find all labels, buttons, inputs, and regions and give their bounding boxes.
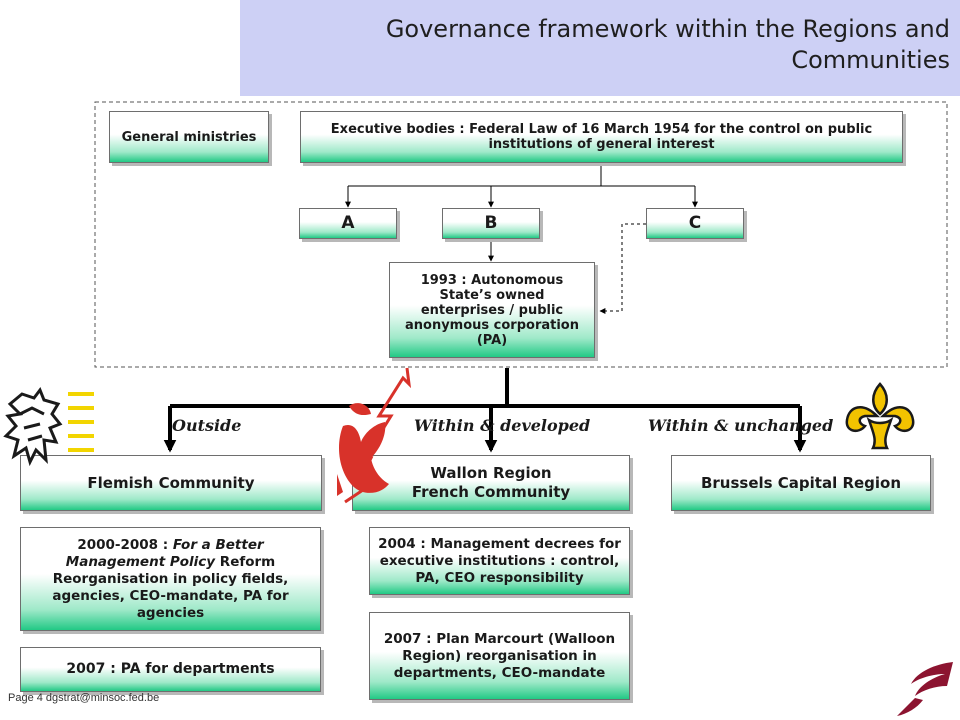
executive-bodies-label: Executive bodies : Federal Law of 16 Mar… [330,122,873,152]
wallon-2007-label: 2007 : Plan Marcourt (Walloon Region) re… [383,630,616,681]
federal-dashed-frame [94,101,948,368]
title-line-1: Governance framework within the Regions … [385,15,950,43]
wallon-region-box: Wallon Region French Community [352,455,630,511]
walloon-rooster-logo [337,367,412,504]
executive-bodies-box: Executive bodies : Federal Law of 16 Mar… [300,111,903,163]
box-c-label: C [688,213,702,233]
brussels-capital-label: Brussels Capital Region [700,473,902,492]
brussels-iris-logo [845,382,915,450]
general-ministries-box: General ministries [109,111,269,163]
label-within-unchanged: Within & unchanged [648,416,834,435]
wallon-2004-box: 2004 : Management decrees for executive … [369,527,630,595]
title-line-2: Communities [791,46,950,74]
box-b-label: B [484,213,498,233]
autonomous-enterprises-label: 1993 : Autonomous State’s owned enterpri… [404,272,579,348]
label-outside: Outside [172,416,242,435]
flemish-pa-box: 2007 : PA for departments [20,647,321,692]
flemish-pa-label: 2007 : PA for departments [66,661,275,677]
box-b: B [442,208,540,239]
wallon-2007-box: 2007 : Plan Marcourt (Walloon Region) re… [369,612,630,700]
flemish-reform-italic: For a Better Management Policy [65,536,264,570]
box-a-label: A [341,213,355,233]
box-a: A [299,208,397,239]
general-ministries-label: General ministries [121,129,257,145]
box-c: C [646,208,744,239]
header-band [240,0,960,96]
flemish-reform-suffix: Reform Reorganisation in policy fields, … [52,553,289,621]
autonomous-enterprises-box: 1993 : Autonomous State’s owned enterpri… [389,262,595,358]
wallon-2004-label: 2004 : Management decrees for executive … [378,535,621,586]
label-within-developed: Within & developed [414,416,591,435]
federal-swoosh-logo [897,662,953,716]
flemish-community-label: Flemish Community [87,473,255,492]
wallon-region-label: Wallon Region French Community [412,464,570,502]
flemish-reform-label: 2000-2008 : For a Better Management Poli… [27,537,314,622]
brussels-capital-box: Brussels Capital Region [671,455,931,511]
flemish-community-box: Flemish Community [20,455,322,511]
footer-text: Page 4 dgstrat@minsoc.fed.be [8,692,160,704]
flemish-reform-prefix: 2000-2008 : [77,536,173,553]
flemish-reform-box: 2000-2008 : For a Better Management Poli… [20,527,321,631]
flemish-lion-logo [3,386,94,466]
page-title: Governance framework within the Regions … [270,14,950,76]
wallon-region-line-1: Wallon Region [430,464,552,482]
wallon-region-line-2: French Community [411,483,571,501]
